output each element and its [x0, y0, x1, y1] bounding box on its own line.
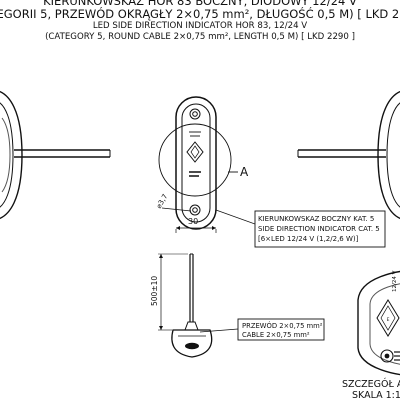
mounting-hole-top: [189, 108, 201, 120]
hole-dimension-text: ⌀3,7: [155, 193, 170, 210]
cable-label-box: PRZEWÓD 2×0,75 mm² CABLE 2×0,75 mm²: [199, 318, 325, 341]
right-side-view: [297, 91, 400, 219]
product-label-line-2: SIDE DIRECTION INDICATOR CAT. 5: [258, 225, 380, 233]
detail-marker-label: A: [240, 165, 249, 179]
detail-a-circle: [158, 123, 232, 197]
front-approval-diamond: [186, 141, 204, 163]
product-label-line-1: KIERUNKOWSKAZ BOCZNY KAT. 5: [258, 215, 374, 223]
detail-caption-line-1: SZCZEGÓŁ A: [342, 378, 400, 390]
cable-length-text: 500±10: [150, 276, 159, 306]
cable-label-line-2: CABLE 2×0,75 mm²: [242, 331, 310, 339]
title-line-2: (KATEGORII 5, PRZEWÓD OKRĄGŁY 2×0,75 mm²…: [0, 7, 400, 21]
bottom-view-housing: [171, 329, 213, 358]
detail-approval-diamond: [376, 299, 400, 337]
title-line-4: (CATEGORY 5, ROUND CABLE 2×0,75 mm², LEN…: [45, 32, 355, 42]
cable-label-line-1: PRZEWÓD 2×0,75 mm²: [242, 321, 323, 330]
product-label-box: KIERUNKOWSKAZ BOCZNY KAT. 5 SIDE DIRECTI…: [215, 209, 386, 248]
front-housing: [175, 96, 217, 230]
product-label-line-3: [6×LED 12/24 V (1,2/2,6 W)]: [258, 235, 359, 243]
title-line-1: KIERUNKOWSKAZ HOR 83 BOCZNY, DIODOWY 12/…: [43, 0, 357, 8]
bottom-view: [158, 253, 213, 358]
svg-text:E: E: [387, 317, 390, 323]
detail-caption-line-2: SKALA 1:1: [352, 390, 400, 400]
title-line-3: LED SIDE DIRECTION INDICATOR HOR 83, 12/…: [92, 21, 308, 31]
hole-leader: [161, 207, 192, 212]
detail-led-ring: [380, 349, 394, 363]
width-dimension-text: 30: [188, 217, 198, 226]
detail-a-outline: [357, 270, 400, 376]
mounting-hole-bottom: [189, 204, 201, 216]
left-side-view: [0, 91, 111, 219]
front-view: [158, 96, 238, 233]
detail-lens-marking: 12/24 V: [392, 270, 398, 292]
